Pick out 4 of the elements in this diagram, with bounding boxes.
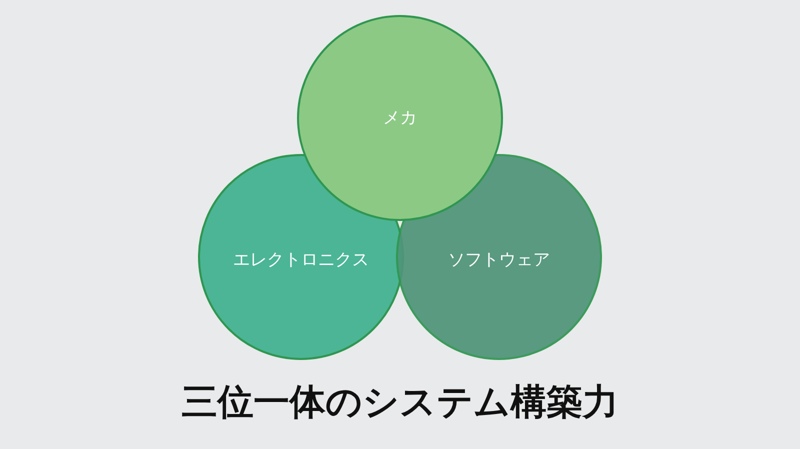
diagram-title: 三位一体のシステム構築力 <box>180 381 620 425</box>
circle-label: エレクトロニクス <box>233 250 369 270</box>
circle-label: ソフトウェア <box>448 250 550 270</box>
circle-label: メカ <box>383 108 417 128</box>
